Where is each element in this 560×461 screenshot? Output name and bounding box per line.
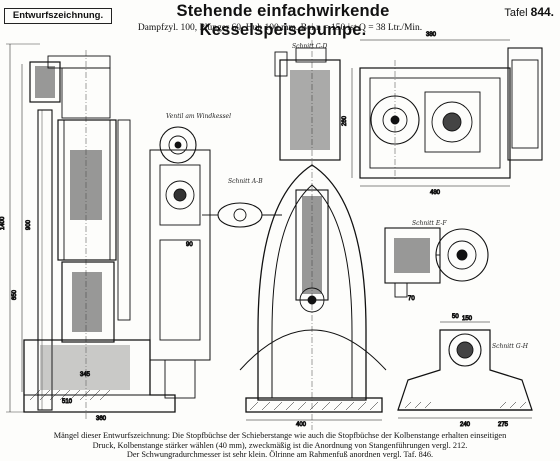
dim-total-height: 1400 [0,216,6,230]
note-schnitt-gh: Schnitt G-H [492,343,529,350]
footer-line-2: Druck, Kolbenstange stärker wählen (40 m… [92,440,468,450]
dim-150: 150 [462,316,473,322]
dim-380: 380 [426,32,437,38]
drawing-type-label: Entwurfszeichnung. [4,8,112,24]
drawing-title: Stehende einfachwirkende Kesselspeisepum… [176,2,390,39]
left-elevation [6,43,211,420]
note-ventil: Ventil am Windkessel [166,113,232,120]
dim-260: 260 [342,115,348,126]
plate-value: 844. [530,5,554,19]
dim-70: 70 [408,296,415,302]
footer-notes: Mängel dieser Entwurfszeichnung: Die Sto… [6,431,554,460]
dim-480: 480 [430,190,441,196]
dim-50: 50 [452,314,459,320]
dim-90: 90 [186,242,193,248]
note-schnitt-ef: Schnitt E-F [412,220,447,227]
dim-275: 275 [498,422,509,428]
drawing-subtitle: Dampfzyl. 100, Plunger 60, Hub 100 mm. B… [137,23,423,33]
footer-line-1: Mängel dieser Entwurfszeichnung: Die Sto… [53,431,507,440]
dim-900: 900 [26,219,32,230]
note-schnitt-cd: Schnitt C-D [292,43,328,50]
dim-240: 240 [460,422,471,428]
footer-line-3: Der Schwungradurchmesser ist sehr klein.… [126,450,434,460]
plate-number: Tafel 844. [504,5,554,19]
center-elevation [202,40,387,430]
plan-view [351,39,543,187]
plate-prefix: Tafel [504,7,528,19]
note-schnitt-ab: Schnitt A-B [228,178,263,185]
dim-400: 400 [296,422,307,428]
dim-360: 360 [96,416,107,422]
dim-345: 345 [80,372,91,378]
dim-cyl-height: 650 [12,289,18,300]
section-ef [384,227,489,298]
dim-510: 510 [62,399,73,405]
section-gh [397,321,533,419]
